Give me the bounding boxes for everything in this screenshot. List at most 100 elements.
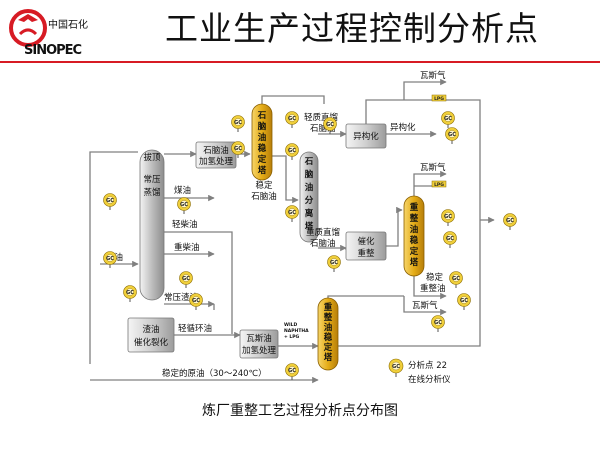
vcol-split-char: 塔 bbox=[305, 221, 314, 232]
page-title: 工业生产过程控制分析点 bbox=[165, 9, 539, 48]
gc-analyzer-icon: GC bbox=[179, 271, 193, 288]
svg-text:GC: GC bbox=[288, 148, 296, 154]
gc-analyzer-icon: GC bbox=[177, 197, 191, 214]
naphtha-splitter bbox=[299, 151, 319, 243]
svg-text:GC: GC bbox=[106, 256, 114, 262]
gas1-label: 瓦斯气 bbox=[420, 70, 446, 81]
gc-analyzer-icon: GC bbox=[441, 209, 455, 226]
svg-text:SINOPEC: SINOPEC bbox=[24, 43, 82, 58]
naphtha-hydrotreating-box bbox=[195, 141, 237, 169]
svg-text:GC: GC bbox=[330, 260, 338, 266]
svg-text:GC: GC bbox=[434, 320, 442, 326]
gc-analyzer-icon: GC bbox=[123, 285, 137, 302]
svg-text:GC: GC bbox=[288, 368, 296, 374]
heavy-naphtha-line1: 重质直馏 bbox=[306, 227, 340, 238]
light-diesel-label: 轻柴油 bbox=[172, 219, 198, 230]
svg-text:LPG: LPG bbox=[434, 182, 444, 188]
column-top-label: 拔顶 bbox=[143, 152, 161, 163]
gc-analyzer-icon: GC bbox=[441, 111, 455, 128]
svg-text:GC: GC bbox=[180, 202, 188, 208]
svg-text:GC: GC bbox=[506, 218, 514, 224]
svg-text:中国石化: 中国石化 bbox=[48, 18, 88, 31]
catalytic-reforming-box bbox=[345, 231, 387, 261]
stable-reformate-line1: 稳定 bbox=[426, 272, 444, 283]
svg-text:GC: GC bbox=[126, 290, 134, 296]
flow-col4-out bbox=[338, 99, 481, 347]
vcol-stab-char: 塔 bbox=[258, 165, 267, 176]
isomerate-label: 异构化 bbox=[390, 122, 416, 133]
svg-text:GC: GC bbox=[192, 298, 200, 304]
svg-text:GC: GC bbox=[444, 214, 452, 220]
gas3-label: 瓦斯气 bbox=[412, 300, 438, 311]
wild-naphtha-line3: + LPG bbox=[284, 334, 300, 340]
gc-analyzer-icon: GC bbox=[285, 205, 299, 222]
flow-gas3 bbox=[403, 296, 447, 316]
vcol-stab-char: 石 bbox=[257, 111, 267, 121]
svg-text:GC: GC bbox=[392, 364, 400, 370]
resid-cracking-box bbox=[127, 317, 175, 353]
diagram-caption: 炼厂重整工艺过程分析点分布图 bbox=[202, 403, 398, 419]
naphtha-hydro-line2: 加氢处理 bbox=[199, 156, 234, 167]
vcol-reform-char: 稳 bbox=[410, 235, 419, 246]
svg-text:GC: GC bbox=[452, 276, 460, 282]
isomerization-box bbox=[345, 123, 387, 149]
vcol-stab-char: 定 bbox=[257, 154, 267, 165]
svg-text:GC: GC bbox=[182, 276, 190, 282]
title-divider bbox=[0, 61, 600, 63]
vcol-split-char: 油 bbox=[305, 182, 314, 193]
flow-stable-crude bbox=[89, 151, 138, 364]
cycle-oil-label: 轻循环油 bbox=[178, 323, 212, 334]
gc-analyzer-icon: GC bbox=[189, 293, 203, 310]
gc-analyzer-icon: GC bbox=[285, 143, 299, 160]
stable-reformate-line2: 重整油 bbox=[420, 283, 446, 294]
vcol-stab-char: 稳 bbox=[258, 143, 267, 154]
flow-gas2-top bbox=[413, 170, 447, 196]
light-naphtha-line1: 轻质直馏 bbox=[304, 112, 338, 123]
wilds-line1: 瓦斯油 bbox=[246, 333, 272, 344]
vcol-split-char: 离 bbox=[305, 208, 314, 219]
gc-markers: GCGCGCGCGCGCGCGCGCGCGCGCGCGCGCGCGCGCGCGC… bbox=[103, 111, 517, 380]
stable-crude-label: 稳定的原油（30～240℃） bbox=[162, 368, 267, 379]
vcol-reform-char: 塔 bbox=[410, 257, 419, 268]
gc-analyzer-icon: GC bbox=[449, 271, 463, 288]
vcol-split-char: 分 bbox=[305, 195, 314, 206]
isomerization-label: 异构化 bbox=[353, 131, 379, 142]
gc-analyzer-icon: GC bbox=[103, 251, 117, 268]
reforming-line1: 催化 bbox=[357, 236, 375, 247]
vcol-reform2-char: 稳 bbox=[324, 332, 333, 343]
svg-text:GC: GC bbox=[326, 122, 334, 128]
svg-text:GC: GC bbox=[288, 116, 296, 122]
gc-analyzer-icon: GC bbox=[103, 193, 117, 210]
vcol-reform2-char: 油 bbox=[324, 322, 333, 333]
legend-line2: 在线分析仪 bbox=[408, 374, 451, 385]
reformate-stabilizer bbox=[403, 195, 425, 277]
flow-reforming-out bbox=[386, 210, 399, 247]
svg-text:GC: GC bbox=[446, 236, 454, 242]
resid-line1: 渣油 bbox=[142, 324, 159, 335]
flow-gas1-up bbox=[403, 78, 447, 100]
gas2-label: 瓦斯气 bbox=[420, 162, 446, 173]
flow-stabilizer-top bbox=[261, 95, 325, 104]
gc-analyzer-icon: GC bbox=[445, 127, 459, 144]
flow-col4-top bbox=[327, 295, 404, 302]
flow-light-diesel bbox=[164, 231, 233, 334]
gc-analyzer-icon: GC bbox=[457, 293, 471, 310]
atm-body-line1: 常压 bbox=[143, 174, 161, 185]
vcol-reform-char: 油 bbox=[410, 224, 419, 235]
resid-line2: 催化裂化 bbox=[134, 337, 169, 348]
naphtha-hydro-line1: 石脑油 bbox=[203, 145, 229, 156]
vcol-split-char: 石 bbox=[304, 157, 314, 167]
gc-analyzer-icon: GC bbox=[431, 315, 445, 332]
atm-body-line2: 蒸馏 bbox=[143, 187, 160, 198]
flow-stabilizer-to-splitter bbox=[272, 155, 299, 204]
wild-naphtha-line2: NAPHTHA bbox=[284, 328, 309, 334]
gc-analyzer-icon: GC bbox=[231, 115, 245, 132]
kerosene-label: 煤油 bbox=[174, 185, 191, 196]
vcol-reform2-char: 定 bbox=[323, 342, 333, 353]
vcol-reform-char: 定 bbox=[409, 246, 419, 257]
gc-analyzer-icon: GC bbox=[443, 231, 457, 248]
